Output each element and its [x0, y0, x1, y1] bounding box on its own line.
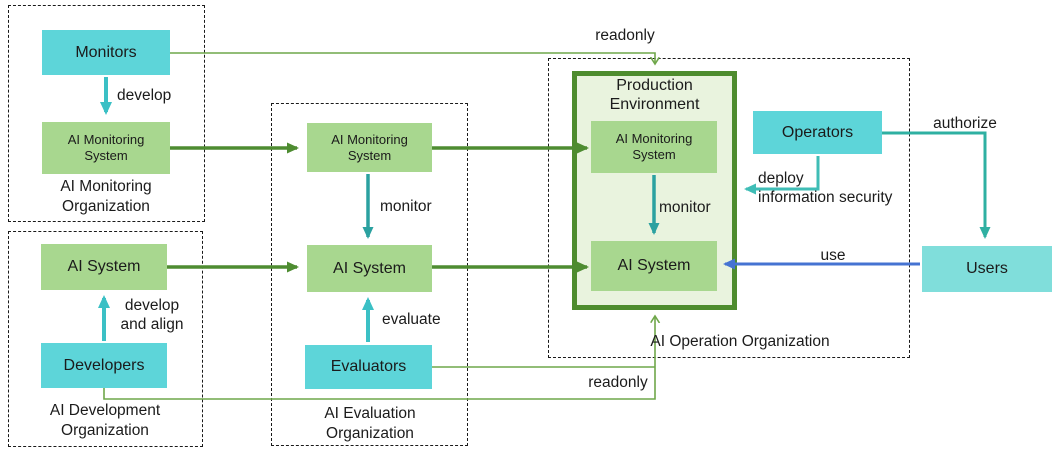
- node-aims-prod-label: AI Monitoring System: [615, 131, 693, 162]
- readonly-bottom-label: readonly: [588, 374, 648, 391]
- development-org-label: AI Development Organization: [49, 402, 161, 439]
- node-evaluators-label: Evaluators: [330, 358, 407, 375]
- deploy-label: deploy information security: [758, 169, 892, 207]
- deploy-line1: deploy: [758, 170, 804, 187]
- monitoring-org-box: [8, 5, 205, 222]
- node-operators: Operators: [753, 111, 882, 154]
- develop-and-align-line1: develop: [124, 297, 180, 314]
- node-ai-system-prod: AI System: [591, 241, 717, 291]
- node-ai-system-eval-label: AI System: [333, 259, 406, 277]
- node-developers: Developers: [41, 343, 167, 388]
- operation-org-label: AI Operation Organization: [650, 333, 830, 350]
- develop-and-align-label: develop and align: [110, 296, 194, 334]
- node-users: Users: [922, 246, 1052, 292]
- node-aims-eval-label: AI Monitoring System: [331, 131, 408, 163]
- develop-and-align-line2: and align: [120, 316, 184, 333]
- node-users-label: Users: [966, 260, 1008, 277]
- monitor-prod-label: monitor: [659, 199, 711, 216]
- node-aims-monitoring-label: AI Monitoring System: [67, 132, 145, 163]
- authorize-label: authorize: [933, 115, 997, 132]
- develop-label: develop: [117, 87, 172, 104]
- node-ai-system-dev-label: AI System: [67, 258, 141, 275]
- evaluate-label: evaluate: [382, 311, 441, 328]
- node-aims-monitoring: AI Monitoring System: [42, 122, 170, 174]
- node-ai-system-dev: AI System: [41, 244, 167, 290]
- node-ai-system-prod-label: AI System: [617, 257, 691, 274]
- monitor-eval-label: monitor: [380, 198, 432, 215]
- node-aims-prod: AI Monitoring System: [591, 121, 717, 173]
- evaluation-org-box: [271, 103, 468, 446]
- readonly-top-label: readonly: [595, 27, 655, 44]
- monitoring-org-label: AI Monitoring Organization: [60, 178, 152, 215]
- deploy-line2: information security: [758, 189, 893, 206]
- node-monitors-label: Monitors: [75, 43, 137, 61]
- node-aims-eval: AI Monitoring System: [307, 123, 432, 172]
- node-monitors: Monitors: [42, 30, 170, 75]
- node-developers-label: Developers: [63, 356, 145, 374]
- use-label: use: [820, 247, 846, 264]
- production-environment-title: Production Environment: [609, 77, 700, 113]
- node-operators-label: Operators: [781, 123, 854, 141]
- node-ai-system-eval: AI System: [307, 245, 432, 292]
- node-evaluators: Evaluators: [305, 345, 432, 389]
- evaluation-org-label: AI Evaluation Organization: [324, 405, 416, 442]
